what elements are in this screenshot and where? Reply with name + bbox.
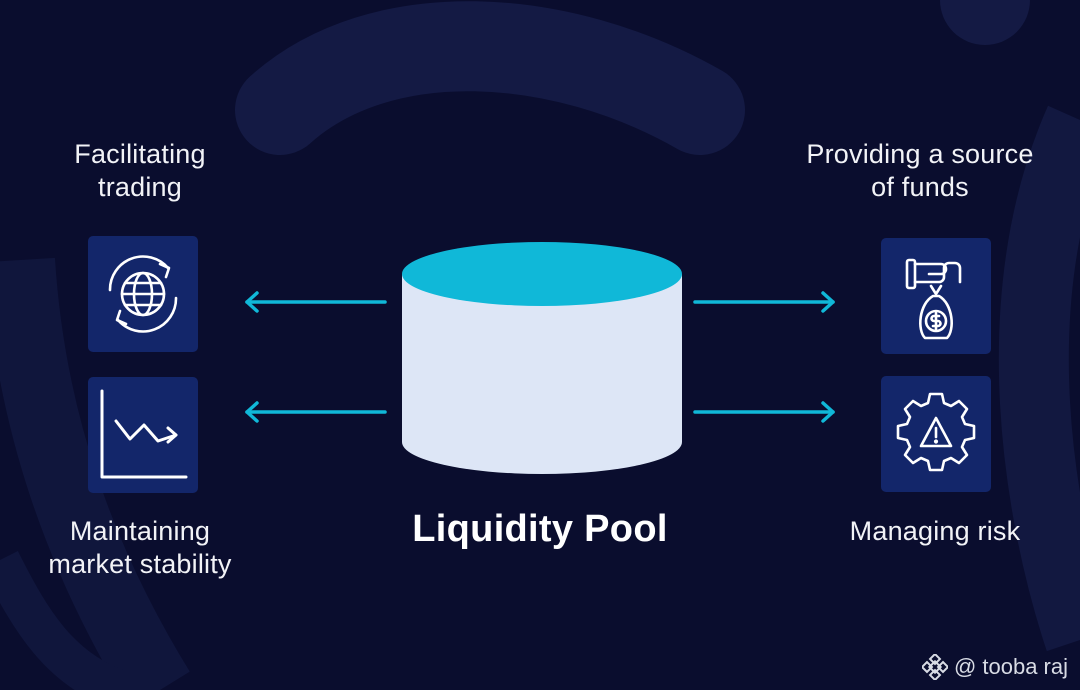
watermark-text: @ tooba raj <box>953 654 1068 679</box>
arrow-to-facilitating-trading <box>235 290 395 314</box>
liquidity-pool-cylinder <box>402 242 682 474</box>
label-maintaining-market-stability: Maintaining market stability <box>48 516 232 579</box>
label-facilitating-trading: Facilitating trading <box>74 139 206 202</box>
diagram-title: Liquidity Pool <box>412 508 668 550</box>
gear-warning-icon <box>881 376 991 492</box>
label-managing-risk: Managing risk <box>849 516 1021 546</box>
arrow-to-market-stability <box>235 400 395 424</box>
arrow-to-managing-risk <box>685 400 845 424</box>
hand-money-bag-icon <box>881 238 991 354</box>
arrow-to-source-of-funds <box>685 290 845 314</box>
line-chart-icon <box>88 377 198 493</box>
watermark: @ tooba raj <box>921 654 1068 680</box>
globe-exchange-icon <box>88 236 198 352</box>
binance-logo-icon <box>921 654 948 680</box>
label-providing-source-of-funds: Providing a source of funds <box>806 139 1034 202</box>
